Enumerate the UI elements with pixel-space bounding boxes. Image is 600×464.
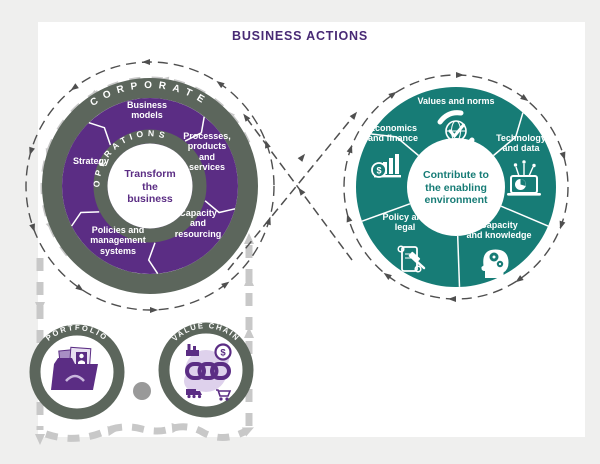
portfolio-circle: PORTFOLIO <box>29 323 125 420</box>
corporate-ring <box>42 78 258 294</box>
operations-ring <box>93 129 207 243</box>
cross-up-right <box>227 117 353 271</box>
left-segment-dividers <box>70 116 236 275</box>
enabling-environment-circle: $ <box>356 87 556 287</box>
left-circle-arrows-ccw <box>25 59 275 313</box>
svg-text:$: $ <box>376 166 381 176</box>
transform-business-circle: CORPORATE OPERATIONS <box>42 78 258 294</box>
chain-links-icon: $ <box>184 343 232 401</box>
figure-eight-arrowheads <box>240 109 360 196</box>
light-bottom-path <box>44 423 248 442</box>
right-segment-dividers <box>361 112 549 287</box>
right-center-circle <box>407 138 505 236</box>
left-center-circle <box>107 143 193 229</box>
bar-chart-coin-icon: $ <box>371 154 401 178</box>
page-title: BUSINESS ACTIONS <box>232 29 368 43</box>
laptop-data-icon <box>507 160 541 196</box>
right-circle-arrows-cw <box>343 72 569 302</box>
connector-dot <box>133 382 151 400</box>
folder-documents-icon <box>51 346 98 390</box>
svg-text:$: $ <box>220 348 226 359</box>
scroll-gavel-icon <box>397 245 426 273</box>
value-chain-circle: VALUE CHAIN $ <box>158 321 254 418</box>
head-gears-icon <box>481 249 509 278</box>
hands-globe-check-icon <box>437 110 475 152</box>
